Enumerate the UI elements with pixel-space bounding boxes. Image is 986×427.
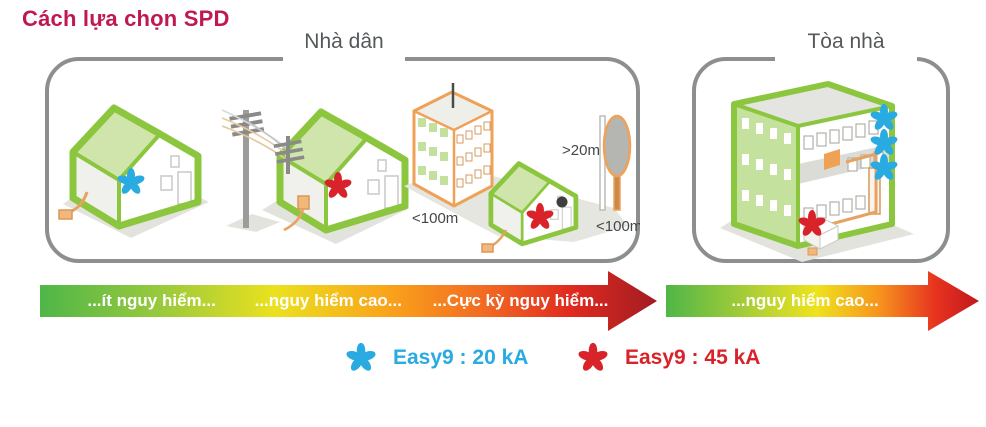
risk-arrow-residential: ...ít nguy hiểm... ...nguy hiểm cao... .… xyxy=(40,270,660,332)
house-near-tall-structures-illustration: >20m <100m <100m xyxy=(404,83,640,253)
legend-item-easy9-20ka: Easy9 : 20 kA xyxy=(344,341,528,375)
service-box xyxy=(58,209,73,220)
building-icon xyxy=(731,81,895,256)
meter-box xyxy=(297,195,310,210)
page-title: Cách lựa chọn SPD xyxy=(22,6,230,31)
satellite-dish-icon xyxy=(556,196,568,208)
measuring-bar xyxy=(599,115,606,211)
arrow-label-extreme-risk: ...Cực kỳ nguy hiểm... xyxy=(432,291,609,310)
tall-building-icon xyxy=(412,83,494,208)
distance-label-tree: <100m xyxy=(596,218,640,235)
distance-label-building: <100m xyxy=(412,210,458,227)
house-icon xyxy=(280,112,405,230)
risk-gradient-arrow xyxy=(666,271,979,331)
risk-arrow-building: ...nguy hiểm cao... xyxy=(666,270,982,332)
arrow-label-low-risk: ...ít nguy hiểm... xyxy=(87,291,216,310)
arrow-label-high-risk: ...nguy hiểm cao... xyxy=(731,291,879,310)
risk-gradient-arrow xyxy=(40,271,657,331)
entrance-orange-box xyxy=(807,247,818,256)
recessed-floor xyxy=(798,144,892,184)
roof-mast-icon xyxy=(273,136,305,174)
service-cable xyxy=(819,152,878,229)
service-cable xyxy=(283,208,305,232)
legend-label-easy9-45ka: Easy9 : 45 kA xyxy=(625,346,761,369)
orange-duct xyxy=(824,149,840,170)
legend-item-easy9-45ka: Easy9 : 45 kA xyxy=(576,341,760,375)
arrow-label-high-risk: ...nguy hiểm cao... xyxy=(254,291,402,310)
tree-icon xyxy=(602,114,632,211)
utility-pole-icon xyxy=(229,110,265,228)
pole-shadow xyxy=(226,214,280,232)
house-underground-service-illustration xyxy=(58,88,209,238)
apartment-building-illustration xyxy=(720,81,914,262)
blue-star-icon xyxy=(345,342,377,373)
group-label-building: Tòa nhà xyxy=(775,28,917,62)
house-overhead-lines-illustration xyxy=(222,80,410,244)
legend-label-easy9-20ka: Easy9 : 20 kA xyxy=(393,346,529,369)
group-label-residential: Nhà dân xyxy=(283,28,405,62)
service-box xyxy=(481,243,494,253)
house-icon xyxy=(73,108,198,226)
tree-height-label: >20m xyxy=(562,142,600,159)
red-star-icon xyxy=(577,342,609,373)
